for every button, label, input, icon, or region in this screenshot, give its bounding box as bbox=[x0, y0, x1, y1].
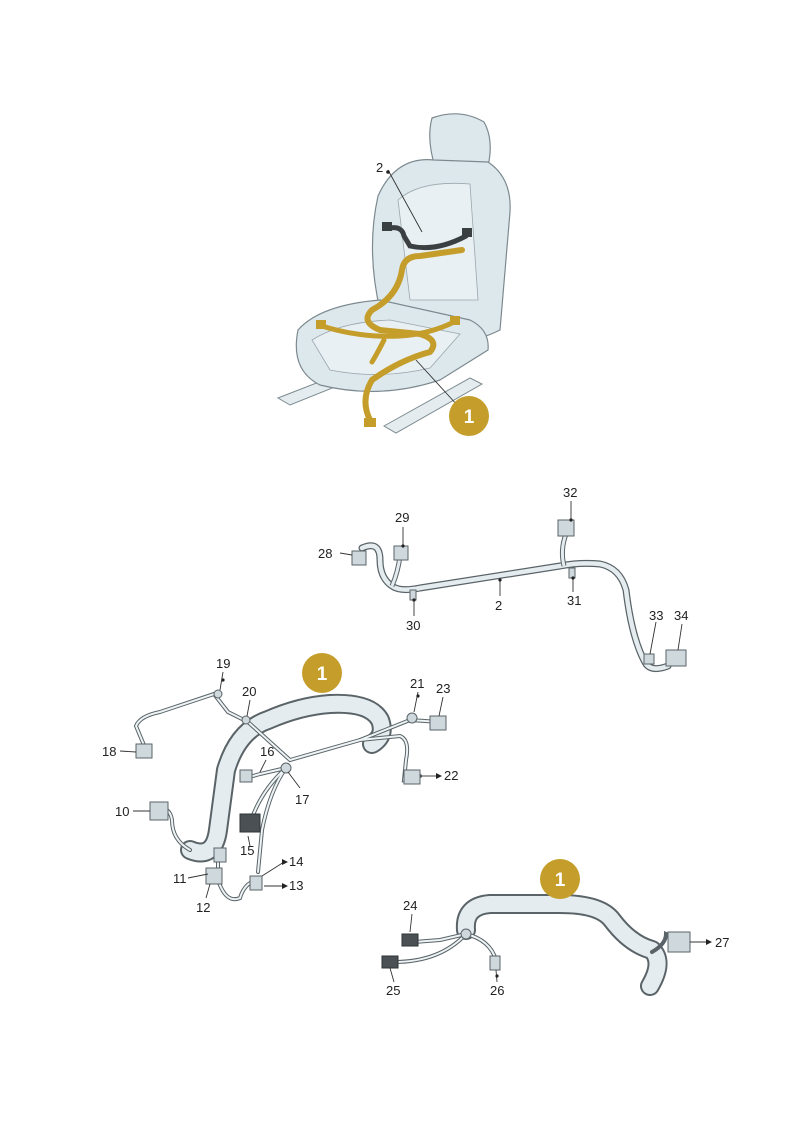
callout-33: 33 bbox=[649, 608, 663, 623]
callout-32: 32 bbox=[563, 485, 577, 500]
callout-16: 16 bbox=[260, 744, 274, 759]
callout-14: 14 bbox=[289, 854, 303, 869]
callout-23: 23 bbox=[436, 681, 450, 696]
callout-31: 31 bbox=[567, 593, 581, 608]
callout-18: 18 bbox=[102, 744, 116, 759]
callout-17: 17 bbox=[295, 792, 309, 807]
callout-26: 26 bbox=[490, 983, 504, 998]
badge-1-cushion-label: 1 bbox=[317, 664, 328, 685]
callout-2-seat: 2 bbox=[376, 160, 383, 175]
callout-24: 24 bbox=[403, 898, 417, 913]
badge-1-seat: 1 bbox=[449, 396, 489, 436]
badge-1-lower: 1 bbox=[540, 859, 580, 899]
callout-20: 20 bbox=[242, 684, 256, 699]
badge-1-lower-label: 1 bbox=[555, 870, 566, 891]
callout-27: 27 bbox=[715, 935, 729, 950]
callout-34: 34 bbox=[674, 608, 688, 623]
callout-22: 22 bbox=[444, 768, 458, 783]
lower-harness bbox=[381, 894, 708, 996]
callout-19: 19 bbox=[216, 656, 230, 671]
callout-10: 10 bbox=[115, 804, 129, 819]
callout-28: 28 bbox=[318, 546, 332, 561]
callout-15: 15 bbox=[240, 843, 254, 858]
cushion-harness bbox=[119, 671, 447, 902]
callout-12: 12 bbox=[196, 900, 210, 915]
callout-11: 11 bbox=[173, 871, 187, 886]
badge-1-seat-label: 1 bbox=[464, 407, 475, 428]
callout-25: 25 bbox=[386, 983, 400, 998]
backrest-harness bbox=[339, 501, 687, 673]
callout-29: 29 bbox=[395, 510, 409, 525]
callout-21: 21 bbox=[410, 676, 424, 691]
callout-2: 2 bbox=[495, 598, 502, 613]
callout-30: 30 bbox=[406, 618, 420, 633]
callout-13: 13 bbox=[289, 878, 303, 893]
badge-1-cushion: 1 bbox=[302, 653, 342, 693]
seat-illustration bbox=[276, 113, 511, 434]
